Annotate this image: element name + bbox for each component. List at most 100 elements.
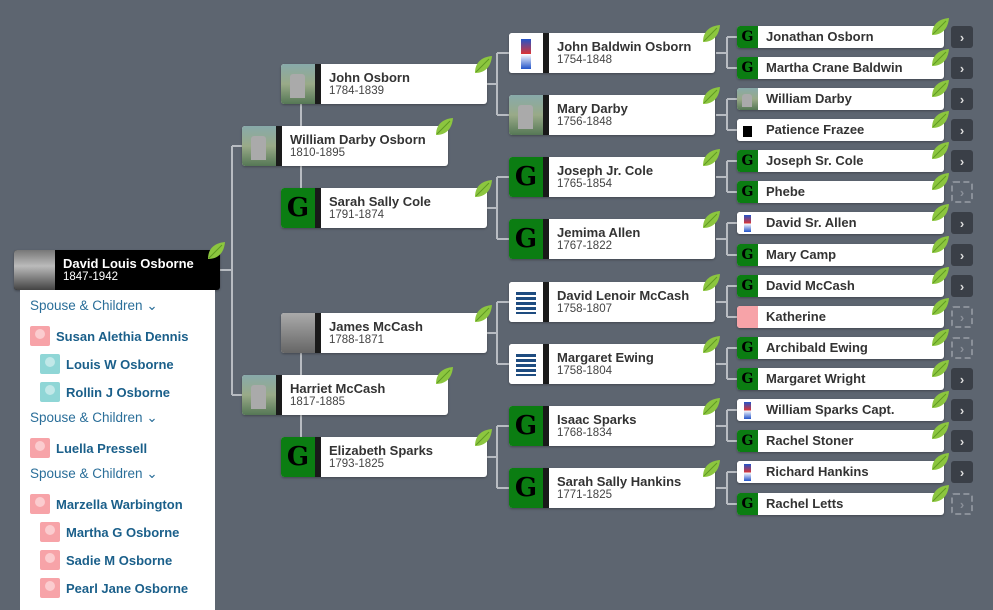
- great-great-grandparent-card[interactable]: Phebe: [737, 181, 944, 203]
- great-great-grandparent-card[interactable]: William Sparks Capt.: [737, 399, 944, 421]
- expand-ancestors-button[interactable]: ›: [951, 368, 973, 390]
- expand-ancestors-button[interactable]: ›: [951, 57, 973, 79]
- chevron-down-icon: ⌄: [146, 410, 158, 425]
- spouse-children-toggle[interactable]: Spouse & Children ⌄: [30, 298, 205, 314]
- person-lifespan: 1758-1807: [557, 302, 612, 315]
- person-lifespan: 1765-1854: [557, 177, 612, 190]
- child-name: Sadie M Osborne: [66, 552, 173, 568]
- expand-ancestors-button[interactable]: ›: [951, 399, 973, 421]
- great-great-grandparent-card[interactable]: Martha Crane Baldwin: [737, 57, 944, 79]
- person-name: Rachel Letts: [766, 495, 844, 511]
- great-great-grandparent-card[interactable]: Rachel Letts: [737, 493, 944, 515]
- person-name: William Darby: [766, 90, 852, 106]
- ornament-g-photo-icon: [737, 57, 758, 79]
- great-great-grandparent-card[interactable]: Margaret Wright: [737, 368, 944, 390]
- spouse-item[interactable]: Susan Alethia Dennis: [30, 326, 205, 346]
- expand-ancestors-button[interactable]: ›: [951, 150, 973, 172]
- chevron-down-icon: ⌄: [146, 466, 158, 481]
- person-lifespan: 1768-1834: [557, 426, 612, 439]
- spouse-name: Luella Pressell: [56, 440, 148, 456]
- spouse-item[interactable]: Marzella Warbington: [30, 494, 205, 514]
- add-ancestors-button[interactable]: ›: [951, 181, 973, 203]
- great-great-grandparent-card[interactable]: Archibald Ewing: [737, 337, 944, 359]
- great-great-grandparent-card[interactable]: Mary Camp: [737, 244, 944, 266]
- ornament-g-photo-icon: [509, 406, 549, 446]
- child-name: Rollin J Osborne: [66, 384, 171, 400]
- add-ancestors-button[interactable]: ›: [951, 337, 973, 359]
- child-item[interactable]: Louis W Osborne: [40, 354, 205, 374]
- person-lifespan: 1847-1942: [63, 270, 118, 283]
- great-great-grandparent-card[interactable]: Joseph Sr. Cole: [737, 150, 944, 172]
- expand-ancestors-button[interactable]: ›: [951, 430, 973, 452]
- great-great-grandparent-card[interactable]: Patience Frazee: [737, 119, 944, 141]
- expand-ancestors-button[interactable]: ›: [951, 26, 973, 48]
- person-name: Margaret Wright: [766, 370, 866, 386]
- great-great-grandparent-card[interactable]: David Sr. Allen: [737, 212, 944, 234]
- add-ancestors-button[interactable]: ›: [951, 306, 973, 328]
- add-ancestors-button[interactable]: ›: [951, 493, 973, 515]
- child-item[interactable]: Rollin J Osborne: [40, 382, 205, 402]
- spouse-children-toggle[interactable]: Spouse & Children ⌄: [30, 466, 205, 482]
- great-great-grandparent-card[interactable]: Katherine: [737, 306, 944, 328]
- portrait-photo-icon: [14, 250, 55, 290]
- great-great-grandparent-card[interactable]: David McCash: [737, 275, 944, 297]
- person-name: Joseph Jr. Cole: [557, 162, 654, 178]
- female-avatar-icon: [30, 438, 50, 458]
- expand-ancestors-button[interactable]: ›: [951, 244, 973, 266]
- spouse-item[interactable]: Luella Pressell: [30, 438, 205, 458]
- female-avatar-icon: [30, 494, 50, 514]
- person-name: David McCash: [766, 277, 855, 293]
- child-name: Martha G Osborne: [66, 524, 180, 540]
- expand-ancestors-button[interactable]: ›: [951, 461, 973, 483]
- ornament-g-photo-icon: [281, 188, 321, 228]
- female-avatar-icon: [40, 578, 60, 598]
- ornament-g-photo-icon: [737, 337, 758, 359]
- great-great-grandparent-card[interactable]: Jonathan Osborn: [737, 26, 944, 48]
- expand-ancestors-button[interactable]: ›: [951, 119, 973, 141]
- person-lifespan: 1793-1825: [329, 457, 384, 470]
- expand-ancestors-button[interactable]: ›: [951, 212, 973, 234]
- person-name: Martha Crane Baldwin: [766, 59, 903, 75]
- person-name: Patience Frazee: [766, 121, 865, 137]
- gravestone-photo-icon: [242, 375, 282, 415]
- person-name: Katherine: [766, 308, 826, 324]
- great-great-grandparent-card[interactable]: William Darby: [737, 88, 944, 110]
- spouse-children-toggle[interactable]: Spouse & Children ⌄: [30, 410, 205, 426]
- person-name: Phebe: [766, 183, 806, 199]
- child-item[interactable]: Pearl Jane Osborne: [40, 578, 205, 598]
- person-name: Jemima Allen: [557, 224, 641, 240]
- person-name: Rachel Stoner: [766, 432, 854, 448]
- person-name: Harriet McCash: [290, 380, 386, 396]
- child-item[interactable]: Martha G Osborne: [40, 522, 205, 542]
- person-lifespan: 1758-1804: [557, 364, 612, 377]
- child-item[interactable]: Sadie M Osborne: [40, 550, 205, 570]
- person-name: Archibald Ewing: [766, 339, 868, 355]
- soldier-photo-icon: [509, 33, 549, 73]
- person-name: Joseph Sr. Cole: [766, 152, 864, 168]
- great-great-grandparent-card[interactable]: Richard Hankins: [737, 461, 944, 483]
- ornament-g-photo-icon: [737, 181, 758, 203]
- ship-photo-icon: [509, 344, 549, 384]
- expand-ancestors-button[interactable]: ›: [951, 88, 973, 110]
- person-lifespan: 1791-1874: [329, 208, 384, 221]
- person-lifespan: 1756-1848: [557, 115, 612, 128]
- ship-photo-icon: [509, 282, 549, 322]
- great-great-grandparent-card[interactable]: Rachel Stoner: [737, 430, 944, 452]
- expand-ancestors-button[interactable]: ›: [951, 275, 973, 297]
